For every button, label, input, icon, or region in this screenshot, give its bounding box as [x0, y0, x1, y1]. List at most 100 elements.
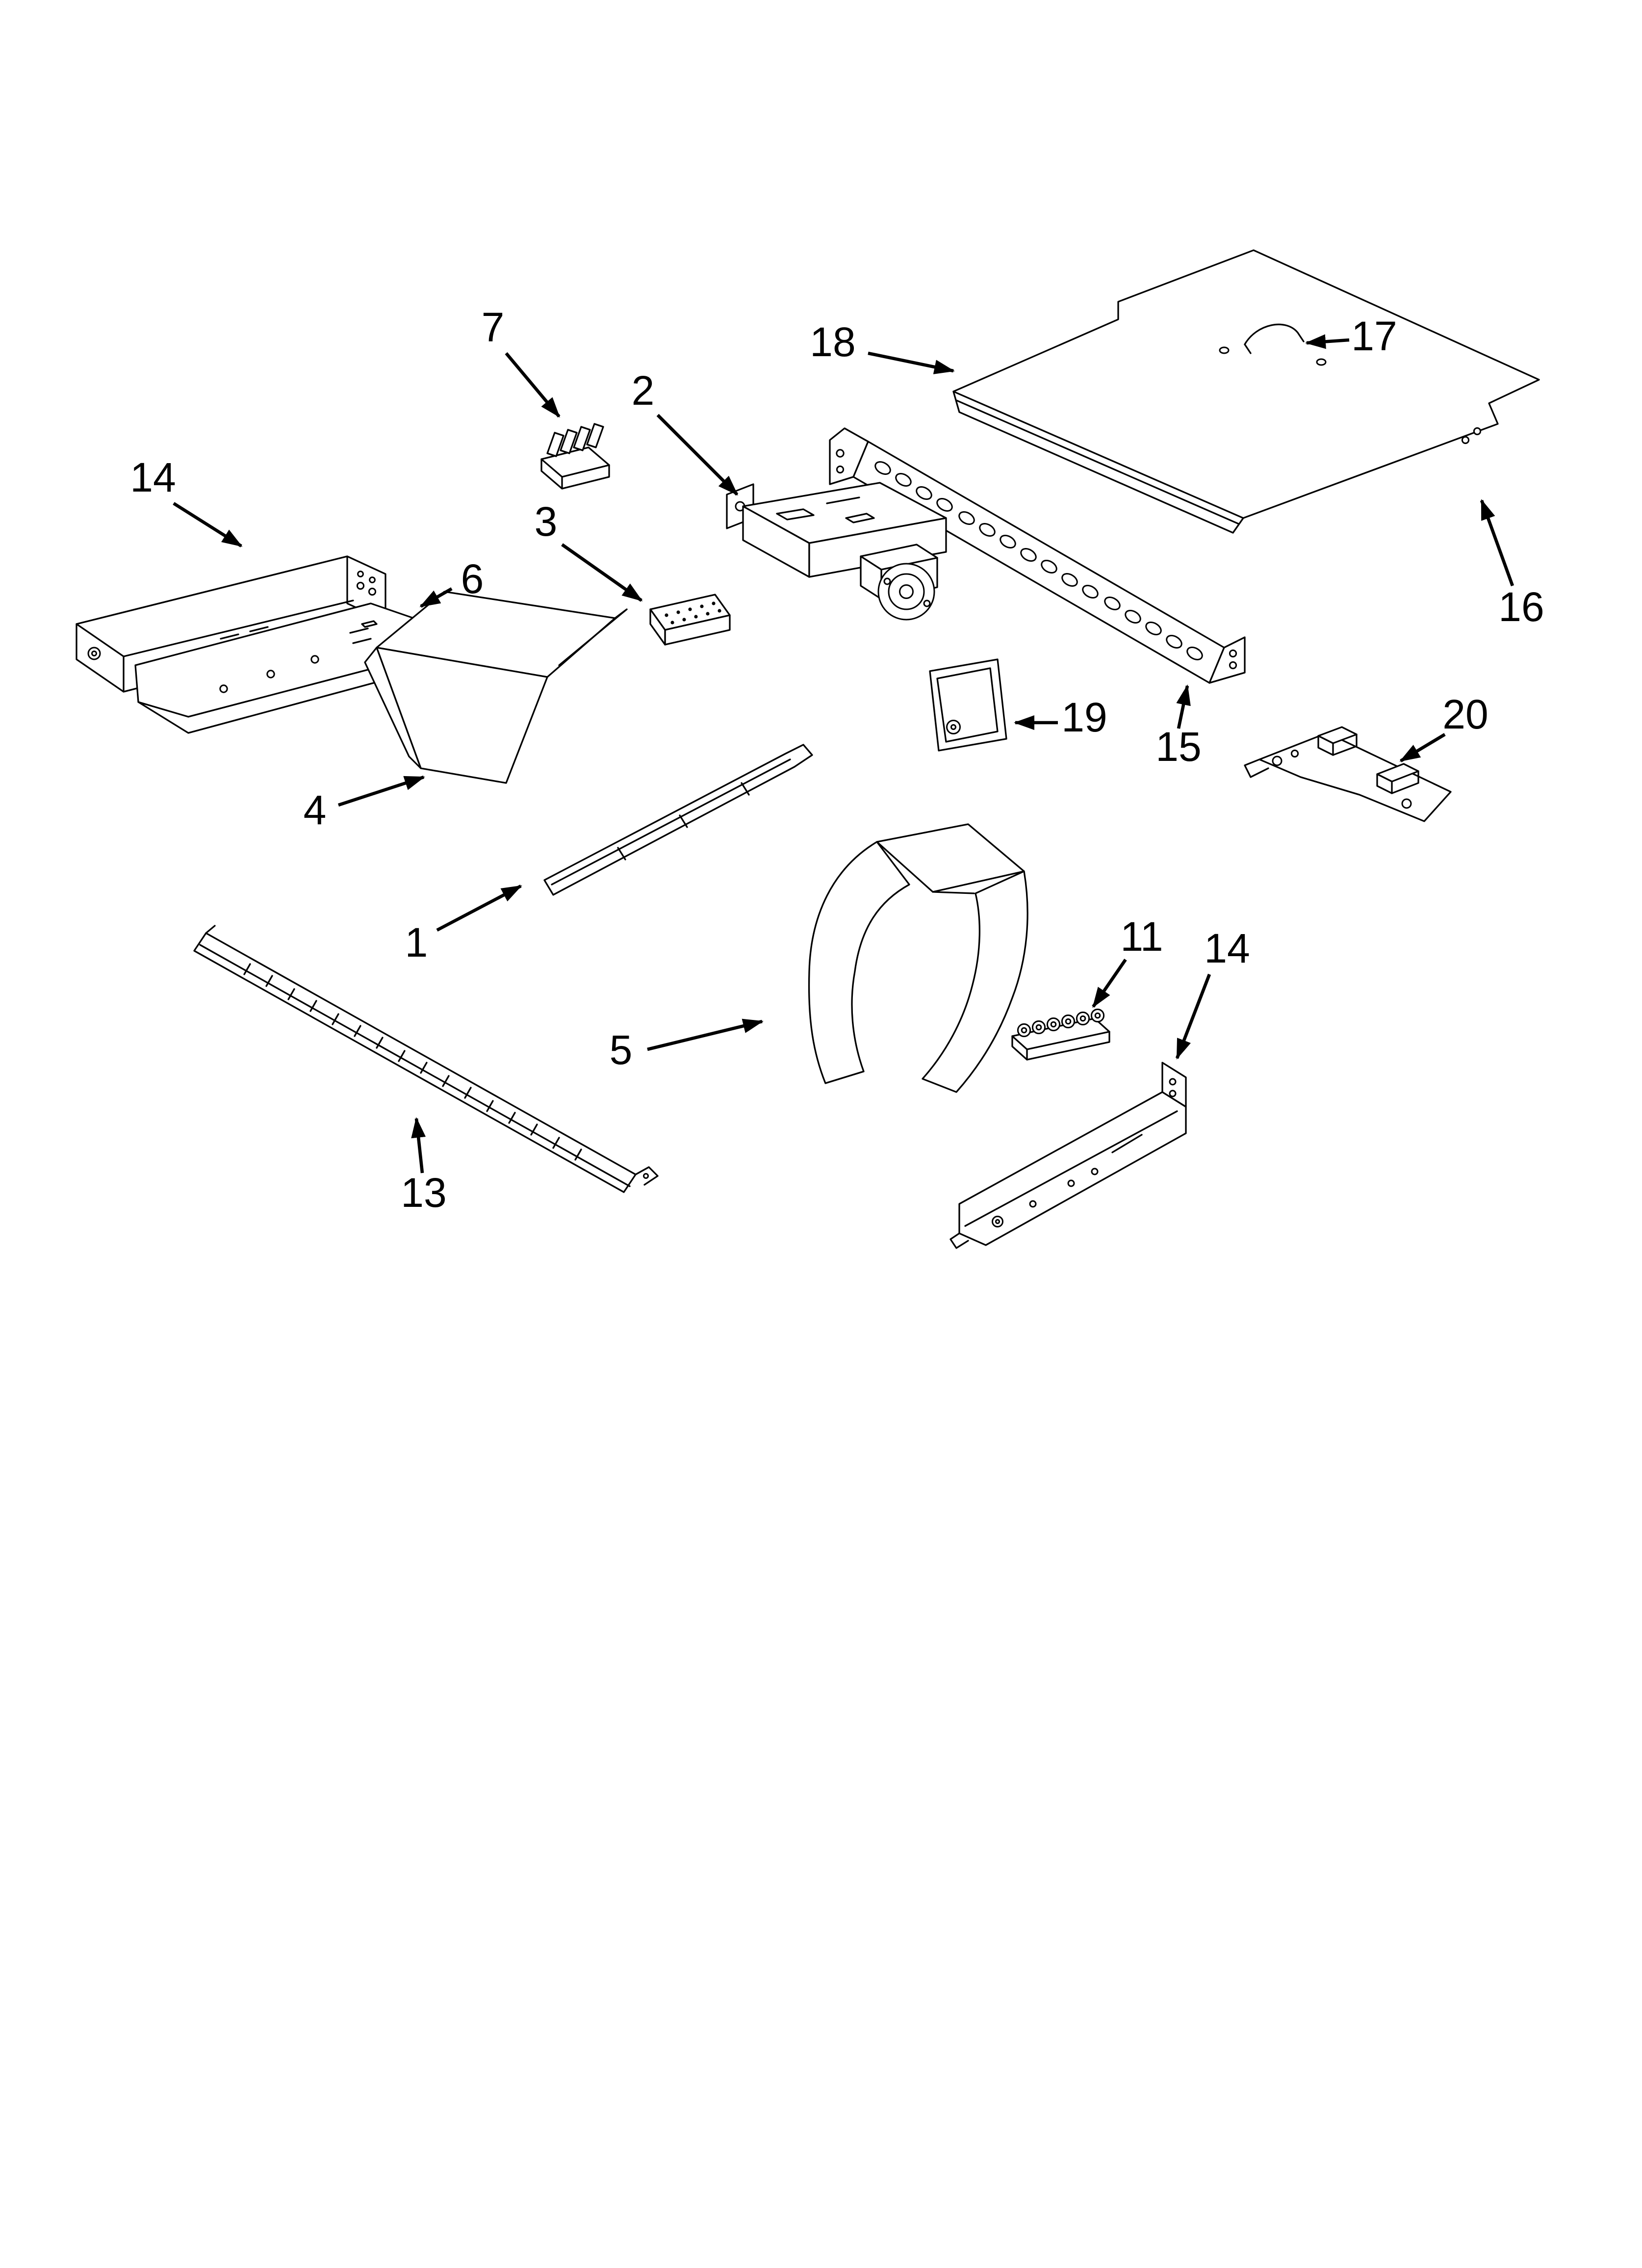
- panel-outline: [952, 249, 1540, 519]
- bracket-clip-1: [1317, 726, 1358, 756]
- part-7-terminal-block: [540, 423, 610, 490]
- strip-left: [649, 608, 666, 646]
- callout-18-arrow: [868, 351, 955, 374]
- callout-6-arrow: [419, 587, 453, 608]
- bracket-holes: [1272, 749, 1412, 809]
- callout-1-label: 1: [405, 919, 428, 965]
- callout-7: 7: [482, 304, 561, 418]
- callout-16-arrow: [1480, 499, 1514, 587]
- block-fins: [546, 423, 604, 457]
- callout-14-right: 14: [1175, 925, 1250, 1060]
- hood-flange: [558, 608, 628, 666]
- callout-11-label: 11: [1120, 913, 1163, 960]
- assembly-top-details: [776, 496, 875, 523]
- part-13-slotted-rail: [193, 925, 659, 1193]
- callout-5-arrow: [647, 1018, 764, 1051]
- callout-14-right-label: 14: [1204, 925, 1250, 971]
- panel-front-flange: [952, 391, 1244, 534]
- callout-1: 1: [405, 885, 522, 965]
- part-14-right-bracket: [949, 1062, 1187, 1249]
- callout-13-label: 13: [401, 1170, 446, 1216]
- callout-2-arrow: [656, 414, 739, 496]
- callout-19: 19: [1014, 694, 1107, 740]
- clamp-loops: [1017, 1008, 1105, 1038]
- plate-inner-line: [936, 667, 999, 743]
- part-11-wire-clamp: [1011, 1008, 1110, 1061]
- rail-inner-line: [551, 758, 791, 886]
- callout-1-arrow: [436, 885, 522, 932]
- panel-holes: [1219, 346, 1482, 444]
- callout-2-label: 2: [632, 367, 655, 414]
- callout-15: 15: [1155, 684, 1202, 770]
- callout-11-arrow: [1092, 959, 1127, 1008]
- part-15-vent-grille: [829, 427, 1246, 684]
- callout-17-arrow: [1305, 334, 1350, 349]
- grille-flange-holes: [836, 449, 1237, 670]
- callout-15-label: 15: [1155, 724, 1201, 770]
- grille-right-flange: [1208, 636, 1246, 684]
- callout-13: 13: [401, 1117, 447, 1216]
- channel-holes: [87, 571, 377, 660]
- callout-18-label: 18: [810, 319, 855, 365]
- side-bracket-holes: [992, 1078, 1177, 1227]
- grille-slots: [874, 461, 1203, 660]
- part-14-left-bracket: [76, 555, 419, 734]
- side-bracket-hook: [949, 1232, 969, 1249]
- assembly-body-right: [808, 517, 947, 578]
- clamp-sides: [1011, 1031, 1110, 1061]
- callout-16-label: 16: [1498, 584, 1544, 630]
- hood-left-face: [364, 647, 422, 769]
- callout-6: 6: [419, 556, 484, 608]
- part-3-perforated-strip: [649, 594, 731, 646]
- motor: [877, 563, 935, 621]
- callout-14-left: 14: [130, 454, 243, 547]
- callout-11: 11: [1092, 913, 1163, 1008]
- part-5-curved-bracket: [808, 823, 1028, 1093]
- callout-3: 3: [535, 498, 643, 602]
- rail-right-flange: [635, 1166, 659, 1186]
- rail-edges: [193, 932, 637, 1193]
- callout-4-label: 4: [304, 787, 327, 833]
- callout-14-right-arrow: [1175, 973, 1211, 1060]
- bracket-left-tab: [1244, 758, 1269, 778]
- bracket-left-leg: [808, 841, 910, 1084]
- bracket-clip-2: [1376, 763, 1419, 794]
- block-base-sides: [540, 458, 610, 490]
- rail-slot-ticks: [243, 963, 582, 1161]
- callout-15-arrow: [1176, 684, 1191, 729]
- callout-18: 18: [810, 319, 955, 374]
- part-2-control-assembly: [726, 482, 947, 621]
- callout-20: 20: [1399, 691, 1488, 762]
- panel-handle-17: [1244, 323, 1305, 354]
- callout-20-arrow: [1399, 733, 1446, 762]
- part-4-duct-cover: [364, 591, 628, 784]
- callout-7-arrow: [505, 352, 561, 418]
- callout-5: 5: [610, 1018, 764, 1073]
- callout-7-label: 7: [482, 304, 505, 350]
- rail-ticks: [617, 782, 750, 860]
- callout-14-left-arrow: [173, 502, 243, 547]
- callout-14-left-label: 14: [130, 454, 176, 500]
- part-19-cover-plate: [929, 658, 1007, 752]
- callout-16: 16: [1480, 499, 1544, 630]
- callout-20-label: 20: [1442, 691, 1488, 737]
- callout-6-label: 6: [461, 556, 484, 602]
- callout-5-label: 5: [610, 1027, 633, 1073]
- lower-plate-holes: [219, 620, 378, 693]
- callout-4: 4: [304, 775, 425, 833]
- callout-4-arrow: [337, 775, 425, 807]
- callout-3-arrow: [561, 543, 643, 602]
- bracket-fold-line: [932, 891, 975, 894]
- rail-left-bend: [205, 925, 216, 934]
- callout-3-label: 3: [535, 498, 558, 545]
- callout-19-label: 19: [1061, 694, 1107, 740]
- strip-perforations: [665, 601, 721, 625]
- part-1-support-rail: [543, 744, 813, 896]
- bracket-right-leg: [922, 870, 1028, 1093]
- callout-2: 2: [632, 367, 739, 496]
- callout-17: 17: [1305, 313, 1397, 359]
- part-18-top-panel: [952, 249, 1540, 534]
- callouts: 7 2 18 17 16 14 6 3: [130, 304, 1544, 1216]
